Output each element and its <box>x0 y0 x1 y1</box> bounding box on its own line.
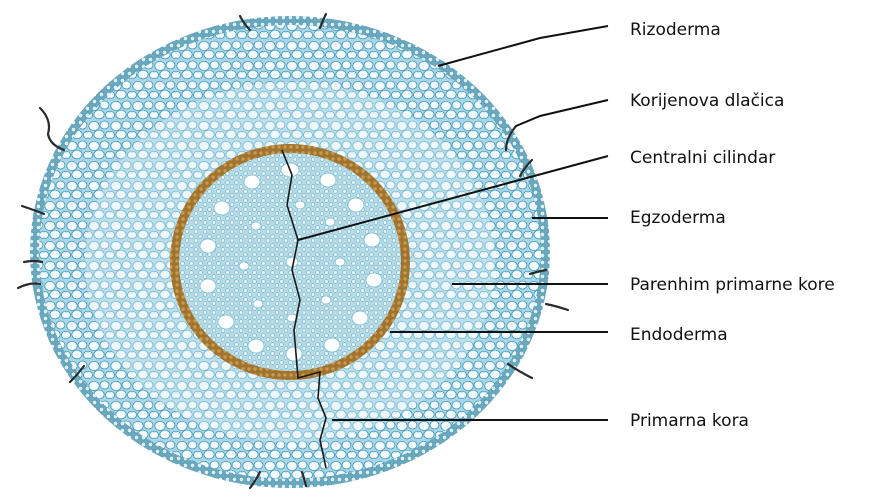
leader-korijenova-dlacica <box>516 100 608 126</box>
label-endoderma: Endoderma <box>630 325 728 345</box>
root-hair <box>546 304 568 310</box>
label-centralni-cilindar: Centralni cilindar <box>630 148 775 168</box>
root-hair <box>24 261 42 262</box>
label-parenhim-primarne-kore: Parenhim primarne kore <box>630 275 835 295</box>
labels: Rizoderma Korijenova dlačica Centralni c… <box>630 20 835 431</box>
label-primarna-kora: Primarna kora <box>630 411 749 431</box>
label-rizoderma: Rizoderma <box>630 20 721 40</box>
root-section <box>30 16 550 488</box>
label-korijenova-dlacica: Korijenova dlačica <box>630 91 784 111</box>
leader-rizoderma <box>438 26 608 66</box>
label-egzoderma: Egzoderma <box>630 208 726 228</box>
